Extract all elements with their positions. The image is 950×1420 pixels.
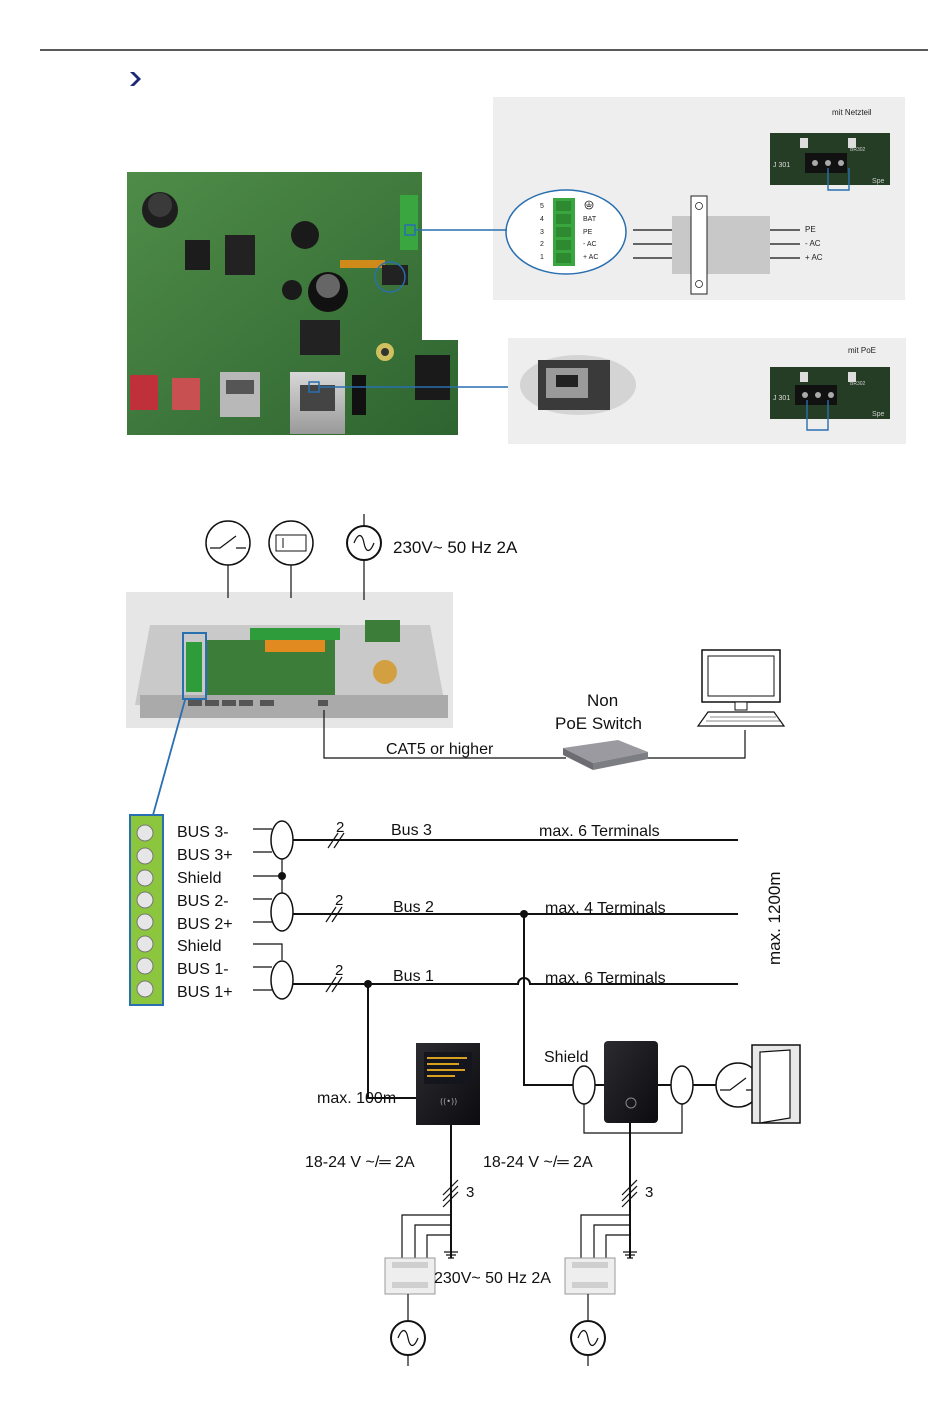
- netzteil-label: mit Netzteil: [832, 108, 872, 117]
- cable-reader-right-in: [572, 1065, 596, 1105]
- door-opener-icon: [268, 520, 314, 566]
- netzteil-panel: mit Netzteil J 301 BR302 Spe 5 4 3 2 1 B…: [493, 97, 905, 300]
- cat5-label: CAT5 or higher: [386, 741, 494, 758]
- bus1-drop: [367, 984, 416, 1099]
- pin-name-3: PE: [583, 229, 593, 236]
- controller-enclosure: [126, 592, 453, 728]
- door-contact-icon: [205, 520, 251, 566]
- door-icon: [751, 1044, 801, 1124]
- pin-num-2: 2: [540, 241, 544, 248]
- computer-icon: [696, 649, 786, 727]
- switch-to-pc-cable: [648, 730, 746, 759]
- jumper-label-netzteil: J 301: [773, 162, 790, 169]
- chevron-right-icon: [130, 72, 141, 86]
- poe-label: mit PoE: [848, 346, 876, 355]
- ground-icon-right: [623, 1251, 637, 1259]
- pcb-photo: [127, 172, 458, 435]
- ground-icon-left: [444, 1251, 458, 1259]
- bus2-max: max. 4 Terminals: [545, 900, 666, 917]
- cable-bus3: [270, 820, 294, 860]
- jumper-label-poe: J 301: [773, 395, 790, 402]
- bus3-max: max. 6 Terminals: [539, 823, 660, 840]
- pin-num-1: 1: [540, 254, 544, 261]
- switch-label-line2: PoE Switch: [555, 714, 642, 733]
- shield-label-reader: Shield: [544, 1049, 588, 1066]
- terminal-label-shield-1: Shield: [177, 870, 221, 887]
- psu-right: [564, 1257, 616, 1295]
- bus2-drop: [523, 914, 573, 1086]
- pin-num-4: 4: [540, 216, 544, 223]
- mains-label: 230V~ 50 Hz 2A: [393, 538, 518, 557]
- terminal-label-bus3-minus: BUS 3-: [177, 824, 229, 841]
- pin-name-2: - AC: [583, 241, 597, 248]
- cat5-cable: [323, 710, 566, 759]
- reader-left: ((•)): [416, 1043, 480, 1125]
- bus3-label: Bus 3: [391, 822, 432, 839]
- jumper-bracket-netzteil: [827, 168, 850, 191]
- network-switch: [563, 740, 648, 770]
- out-label-minus-ac: - AC: [805, 239, 821, 248]
- ferrite-core: [672, 216, 770, 274]
- bus1-label: Bus 1: [393, 968, 434, 985]
- terminal-link-line: [152, 699, 186, 816]
- out-label-plus-ac: + AC: [805, 253, 823, 262]
- terminal-block: [129, 814, 164, 1006]
- cable-reader-right-out: [670, 1065, 694, 1105]
- terminal-label-bus3-plus: BUS 3+: [177, 847, 233, 864]
- jumper-bracket-poe: [806, 400, 829, 431]
- supply-label-right: 18-24 V ~/═ 2A: [483, 1154, 593, 1171]
- cable-bus1: [270, 960, 294, 1000]
- pin-num-5: 5: [540, 203, 544, 210]
- pin-num-3: 3: [540, 229, 544, 236]
- switch-label-line1: Non: [587, 691, 618, 710]
- jumper-ref-poe: BR302: [850, 381, 866, 387]
- ground-icon: [584, 200, 594, 210]
- cable-bus2: [270, 892, 294, 932]
- supply-wire-count-left: 3: [466, 1184, 474, 1201]
- out-label-pe: PE: [805, 225, 816, 234]
- pin-name-4: BAT: [583, 216, 597, 223]
- bus3-wire-count: 2: [336, 819, 344, 836]
- bus1-line: [293, 977, 738, 985]
- bus2-wire-count: 2: [335, 892, 343, 909]
- spe-label-poe: Spe: [872, 411, 885, 418]
- svg-text:((•)): ((•)): [440, 1097, 457, 1106]
- poe-panel: mit PoE J 301 BR302 Spe: [508, 338, 906, 444]
- terminal-label-bus2-minus: BUS 2-: [177, 893, 229, 910]
- pin-name-1: + AC: [583, 254, 598, 261]
- jumper-ref-netzteil: BR302: [850, 147, 866, 153]
- supply-wire-count-right: 3: [645, 1184, 653, 1201]
- terminal-label-bus2-plus: BUS 2+: [177, 916, 233, 933]
- terminal-label-shield-2: Shield: [177, 938, 221, 955]
- supply-label-left: 18-24 V ~/═ 2A: [305, 1154, 415, 1171]
- total-length-label: max. 1200m: [765, 871, 784, 965]
- cable-clamp: [690, 195, 708, 295]
- reader-right: [604, 1041, 658, 1123]
- stub-length-label: max. 100m: [317, 1090, 396, 1107]
- bus2-label: Bus 2: [393, 899, 434, 916]
- psu-mains-label: 230V~ 50 Hz 2A: [434, 1270, 551, 1287]
- bus1-wire-count: 2: [335, 962, 343, 979]
- terminal-highlight: [182, 632, 207, 700]
- terminal-label-bus1-minus: BUS 1-: [177, 961, 229, 978]
- bus1-max: max. 6 Terminals: [545, 970, 666, 987]
- psu-left: [384, 1257, 436, 1295]
- spe-label-netzteil: Spe: [872, 178, 885, 185]
- terminal-label-bus1-plus: BUS 1+: [177, 984, 233, 1001]
